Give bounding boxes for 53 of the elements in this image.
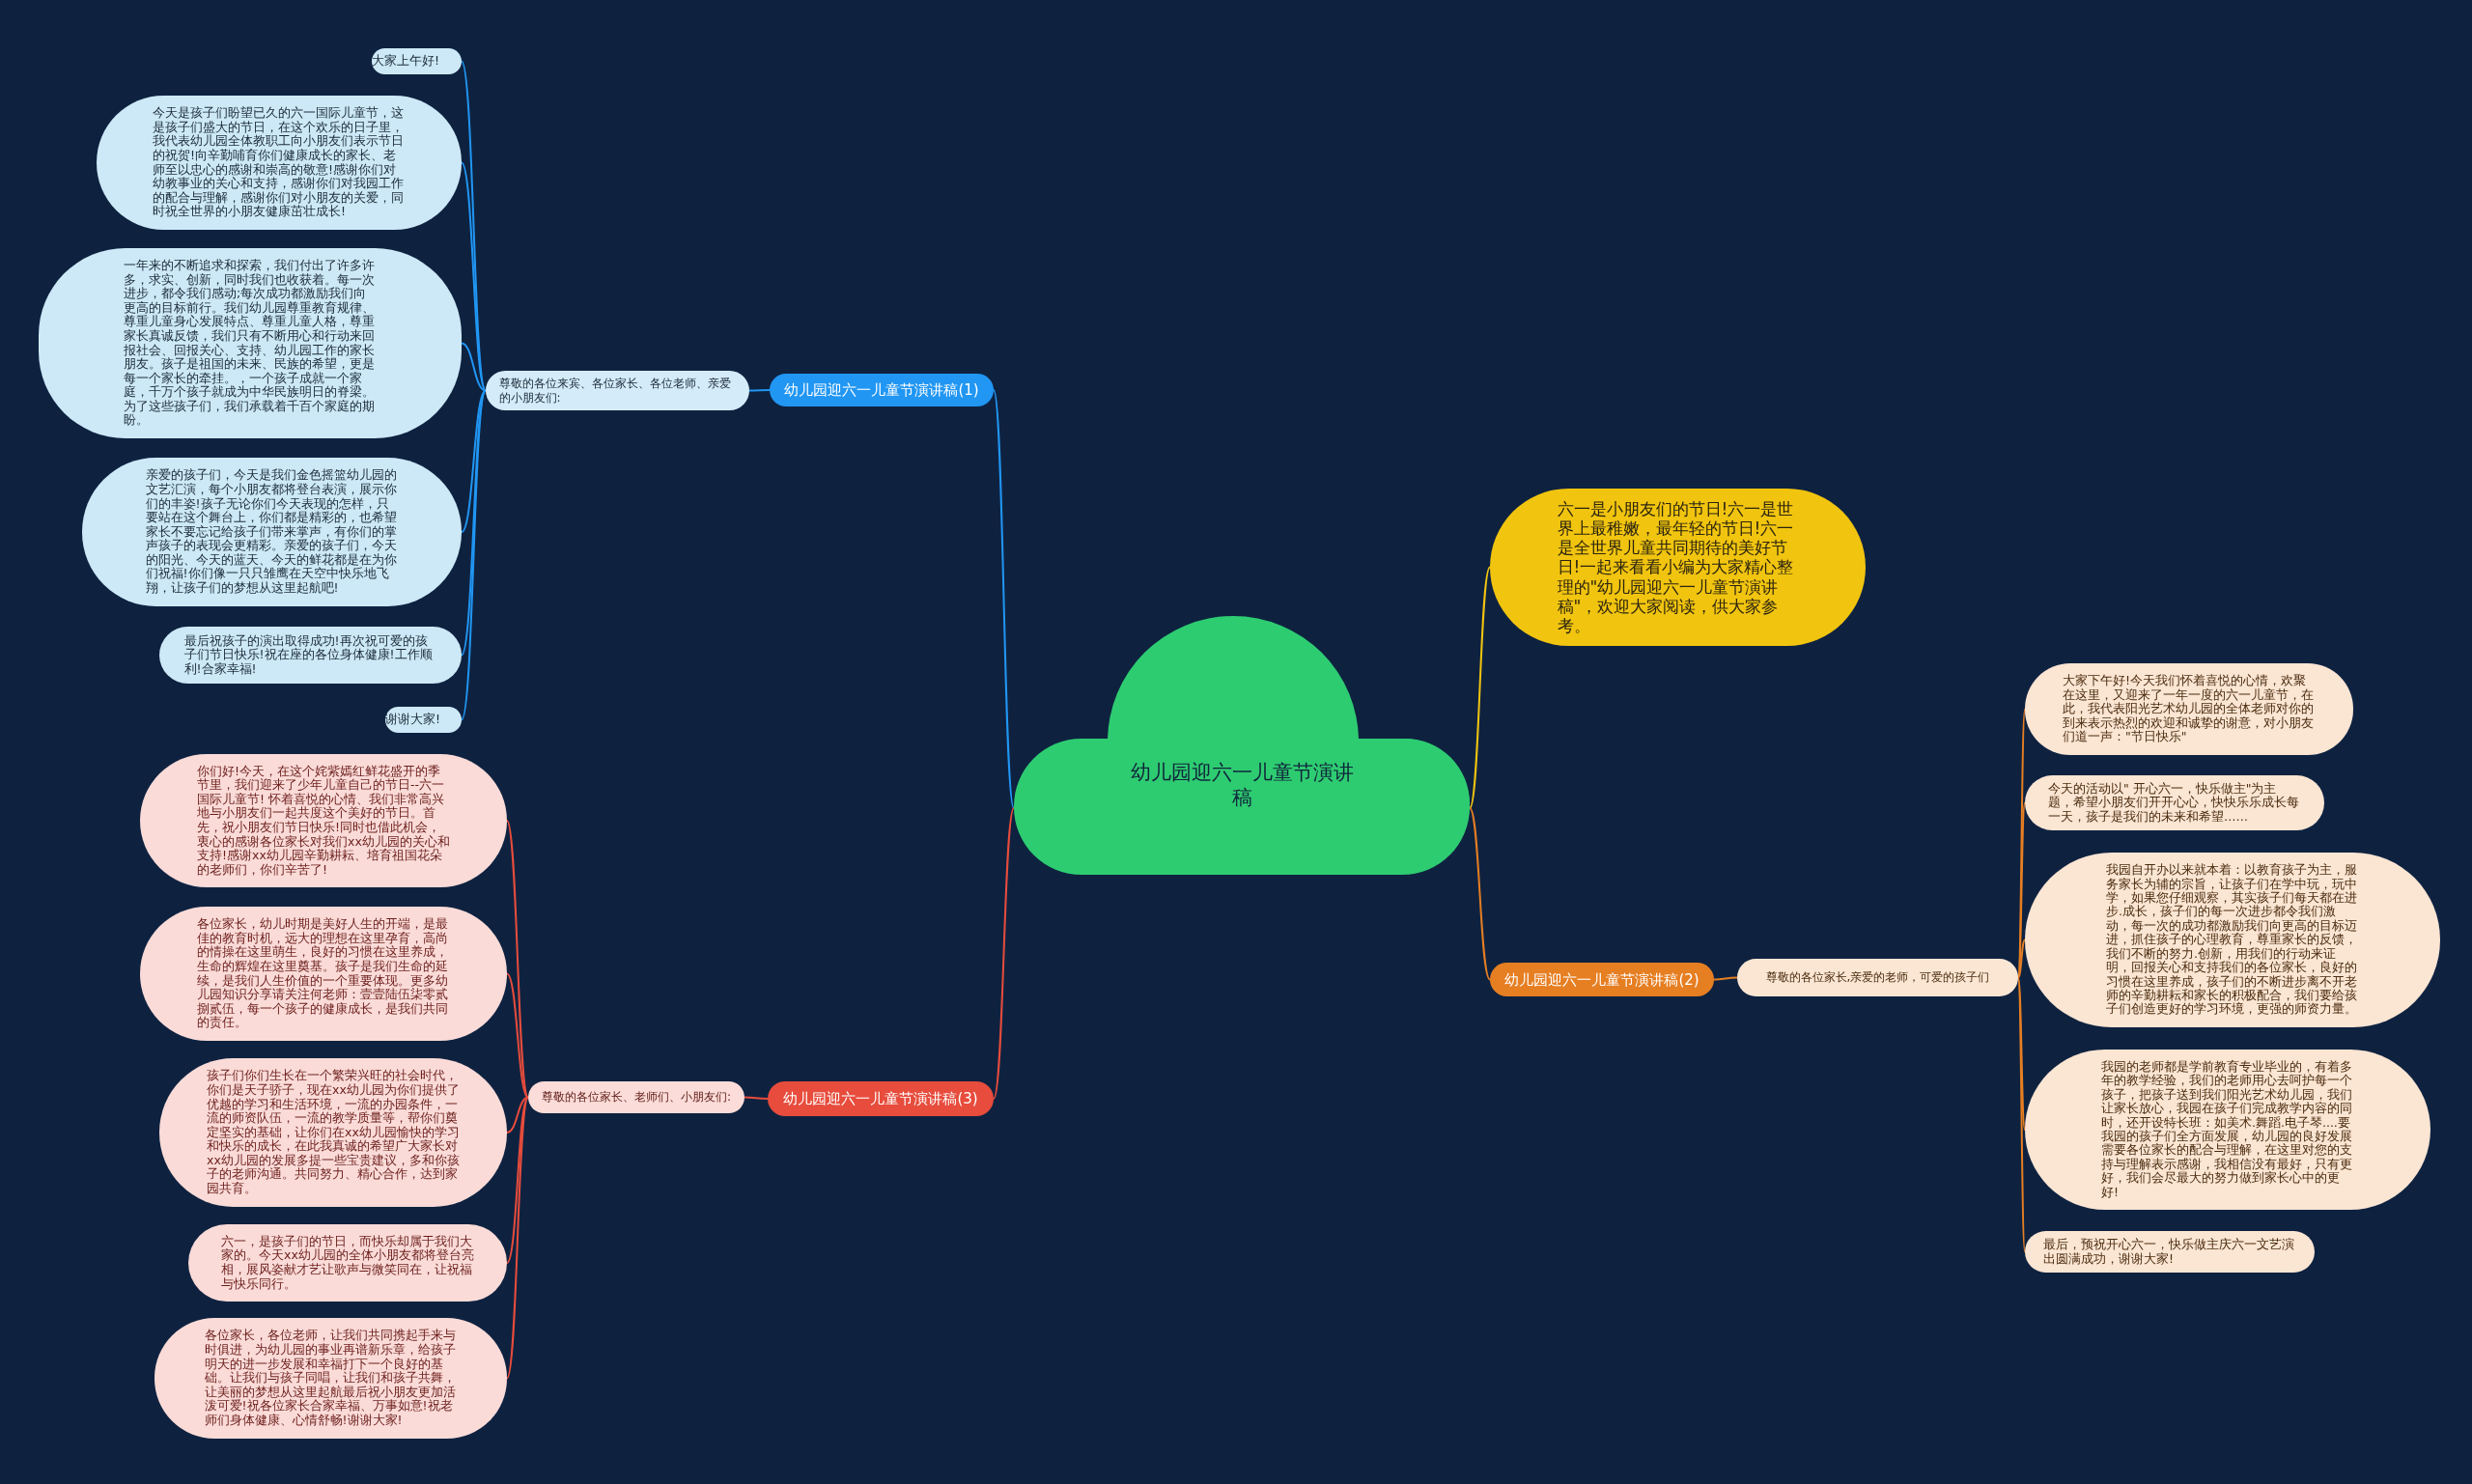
- topic-title: 幼儿园迎六一儿童节演讲稿: [1130, 760, 1354, 810]
- speech-text: 孩子们你们生长在一个繁荣兴旺的社会时代，你们是天子骄子，现在xx幼儿园为你们提供了优越的学习和生活环境，一流的办园条件，一流的师资队伍，一流的教学质量等，帮你们奠定坚实的基础，让你们在xx幼儿园愉快的学习和快乐的成长，在此我真诚的希望广大家长对xx幼儿园的发展多提一些宝贵建议，多和你孩子的老师沟通。共同努力、精心合作，达到家园共育。: [207, 1069, 460, 1196]
- connector-line: [506, 1096, 529, 1264]
- connector-line: [461, 389, 487, 533]
- speech-text: 大家上午好!: [372, 54, 440, 69]
- speech-text: 各位家长，幼儿时期是美好人生的开端，是最佳的教育时机，远大的理想在这里孕育，高尚的情操在这里萌生，良好的习惯在这里养成，生命的辉煌在这里奠基。孩子是我们生命的延续，是我们人生价值的一个重要体现。更多幼儿园知识分享请关注何老师：壹壹陆伍柒零贰捌贰伍，每一个孩子的健康成长，是我们共同的责任。: [197, 917, 449, 1030]
- speech-text: 你们好!今天，在这个姹紫嫣红鲜花盛开的季节里，我们迎来了少年儿童自己的节日--六一国际儿童节! 怀着喜悦的心情、我们非常高兴地与小朋友们一起共度这个美好的节日。首先，祝小朋友们节日快乐!同时也借此机会，衷心的感谢各位家长对我们xx幼儿园的关心和支持!感谢xx幼儿园辛勤耕耘、培育祖国花朵的老师们，你们辛苦了!: [197, 764, 450, 878]
- speech-text: 大家下午好!今天我们怀着喜悦的心情，欢聚在这里，又迎来了一年一度的六一儿童节，在此，我代表阳光艺术幼儿园的全体老师对你的到来表示热烈的欢迎和诚挚的谢意，对小朋友们道一声："节日快乐": [2063, 674, 2315, 744]
- speech-bubble: [159, 627, 462, 684]
- speech-bubble: [2025, 1049, 2430, 1211]
- intro-text: 六一是小朋友们的节日!六一是世界上最稚嫩，最年轻的节日!六一是全世界儿童共同期待的美好节日!一起来看看小编为大家精心整理的"幼儿园迎六一儿童节演讲稿"，欢迎大家阅读，供大家参考。: [1557, 498, 1795, 636]
- speech-text: 亲爱的孩子们，今天是我们金色摇篮幼儿园的文艺汇演，每个小朋友都将登台表演，展示你们的丰姿!孩子无论你们今天表现的怎样，只要站在这个舞台上，你们都是精彩的，也希望家长不要忘记给孩子们带来掌声，有你们的掌声孩子的表现会更精彩。亲爱的孩子们，今天的阳光、今天的蓝天、今天的鲜花都是在为你们祝福!你们像一只只雏鹰在天空中快乐地飞翔，让孩子们的梦想从这里起航吧!: [145, 468, 398, 596]
- speech-text: 六一，是孩子们的节日，而快乐却属于我们大家的。今天xx幼儿园的全体小朋友都将登台亮相，展风姿献才艺让歌声与微笑同在，让祝福与快乐同行。: [221, 1234, 474, 1292]
- greeting-pill: [1737, 959, 2018, 996]
- speech-text: 我园自开办以来就本着：以教育孩子为主，服务家长为辅的宗旨，让孩子们在学中玩，玩中学，如果您仔细观察，其实孩子们每天都在进步.成长，孩子们的每一次进步都令我们激动，每一次的成功都激励我们向更高的目标迈进，抓住孩子的心理教育，尊重家长的反馈，我们不断的努力.创新，用我们的行动来证明，回报关心和支持我们的各位家长，良好的习惯在这里养成，孩子们的不断进步离不开老师的辛勤耕耘和家长的积极配合，我们要给孩子们创造更好的学习环境，更强的师资力量。: [2106, 863, 2358, 1017]
- greeting-text: 尊敬的各位家长、老师们、小朋友们:: [541, 1090, 731, 1105]
- speech-bubble: [2025, 663, 2353, 755]
- connector-line: [993, 807, 1015, 1100]
- branch-pill: [1490, 963, 1714, 996]
- speech-text: 各位家长，各位老师，让我们共同携起手来与时俱进，为幼儿园的事业再谱新乐章，给孩子明天的进一步发展和幸福打下一个良好的基础。让我们与孩子同唱，让我们和孩子共舞，让美丽的梦想从这里起航最后祝小朋友更加活泼可爱!祝各位家长合家幸福、万事如意!祝老师们身体健康、心情舒畅!谢谢大家!: [204, 1329, 457, 1428]
- connector-line: [2017, 938, 2026, 979]
- speech-text: 今天的活动以" 开心六一，快乐做主"为主题，希望小朋友们开开心心，快快乐乐成长每一天，孩子是我们的未来和希望……: [2048, 781, 2300, 825]
- speech-text: 最后祝孩子的演出取得成功!再次祝可爱的孩子们节日快乐!祝在座的各位身体健康!工作顺利!合家幸福!: [183, 633, 434, 677]
- greeting-pill: [528, 1081, 744, 1113]
- speech-bubble: [2025, 853, 2440, 1027]
- greeting-pill: [486, 371, 749, 410]
- speech-bubble: [372, 48, 462, 74]
- connector-line: [1469, 807, 1491, 981]
- connector-line: [1469, 566, 1491, 809]
- branch-title: 幼儿园迎六一儿童节演讲稿(3): [783, 1090, 978, 1107]
- connector-line: [461, 161, 487, 392]
- branch-pill: [770, 374, 994, 406]
- connector-line: [506, 1096, 529, 1380]
- speech-text: 最后，预祝开心六一，快乐做主庆六一文艺演出圆满成功，谢谢大家!: [2043, 1238, 2295, 1266]
- speech-bubble: [2025, 1231, 2315, 1273]
- speech-text: 一年来的不断追求和探索，我们付出了许多许多，求实、创新，同时我们也收获着。每一次进步，都令我们感动;每次成功都激励我们向更高的目标前行。我们幼儿园尊重教育规律、尊重儿童身心发展特点、尊重儿童人格，尊重家长真诚反馈，我们只有不断用心和行动来回报社会、回报关心、支持、幼儿园工作的家长朋友。孩子是祖国的未来、民族的希望，更是每一个家长的牵挂。，一个孩子成就一个家庭，千万个孩子就成为中华民族明日的脊梁。为了这些孩子们，我们承载着千百个家庭的期盼。: [124, 258, 376, 429]
- connector-line: [461, 342, 487, 392]
- speech-text: 谢谢大家!: [385, 713, 441, 727]
- speech-text: 今天是孩子们盼望已久的六一国际儿童节，这是孩子们盛大的节日，在这个欢乐的日子里，我代表幼儿园全体教职工向小朋友们表示节日的祝贺!向辛勤哺育你们健康成长的家长、老师至以忠心的感谢和崇高的敬意!感谢你们对幼教事业的关心和支持，感谢你们对我园工作的配合与理解，感谢你们对小朋友的关爱，同时祝全世界的小朋友健康茁壮成长!: [153, 106, 405, 219]
- speech-text: 我园的老师都是学前教育专业毕业的，有着多年的教学经验，我们的老师用心去呵护每一个孩子，把孩子送到我们阳光艺术幼儿园，我们让家长放心，我园在孩子们完成教学内容的同时，还开设特长班：如美术.舞蹈.电子琴....要我园的孩子们全方面发展，幼儿园的良好发展需要各位家长的配合与理解，在这里对您的支持与理解表示感谢，我相信没有最好，只有更好，我们会尽最大的努力做到家长心中的更好!: [2101, 1059, 2353, 1200]
- greeting-text: 尊敬的各位来宾、各位家长、各位老师、亲爱的小朋友们:: [498, 376, 732, 406]
- greeting-text: 尊敬的各位家长,亲爱的老师，可爱的孩子们: [1765, 970, 1990, 985]
- connector-line: [506, 1096, 529, 1134]
- branch-title: 幼儿园迎六一儿童节演讲稿(1): [784, 381, 979, 399]
- speech-bubble: [2025, 775, 2324, 830]
- connector-line: [506, 972, 529, 1099]
- branch-title: 幼儿园迎六一儿童节演讲稿(2): [1504, 970, 1700, 989]
- connector-line: [748, 389, 771, 392]
- connector-line: [1713, 976, 1738, 981]
- connector-line: [993, 389, 1015, 809]
- speech-bubble: [385, 707, 462, 733]
- branch-pill: [768, 1081, 994, 1116]
- connector-line: [744, 1096, 769, 1100]
